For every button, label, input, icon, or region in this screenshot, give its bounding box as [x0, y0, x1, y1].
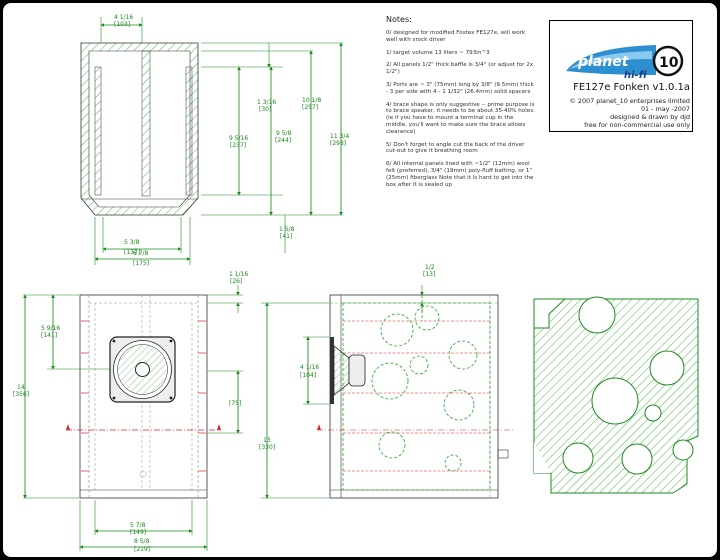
dim-w2: 6 7/8 [133, 250, 149, 257]
dim-f5-mm: [149] [130, 529, 146, 536]
side-dims [261, 285, 424, 499]
brace-outline [342, 302, 491, 491]
drawing-title: FE127e Fonken v1.0.1a [573, 82, 690, 93]
dim-w1-mm: [137] [124, 249, 140, 256]
dim-f2-mm: [141] [41, 332, 57, 339]
front-dim-labels: 1 1/16 [26] 5 9/16 [141] 14 [356] [75] 5… [13, 271, 248, 553]
dim-d4: 10 1/8 [302, 97, 321, 104]
dim-f5: 5 7/8 [130, 522, 146, 529]
dim-d5-mm: [298] [330, 140, 346, 147]
dim-f1-mm: [26] [230, 278, 242, 285]
dim-f4: [75] [229, 400, 241, 407]
note-item: 1/ target volume 13 liters ~ 793in^3 [386, 49, 490, 56]
dim-d2-mm: [237] [230, 142, 246, 149]
dim-d6-mm: [41] [280, 233, 292, 240]
note-item: 0/ designed for modified Fostex FE127e, … [386, 30, 526, 43]
svg-text:planet: planet [577, 54, 630, 70]
notes-title: Notes: [386, 15, 412, 24]
dim-w2-mm: [175] [133, 260, 149, 267]
dim-w1: 5 3/8 [124, 239, 140, 246]
dim-top-width: 4 1/16 [114, 14, 133, 21]
dim-d5: 11 3/4 [330, 133, 349, 140]
note-item: 4/ brace shape is only suggestive -- pri… [386, 101, 535, 135]
dim-f6: 8 5/8 [134, 538, 150, 545]
title-block: planet hi-fi 10 FE127e Fonken v1.0.1a © … [549, 20, 693, 132]
drawing-sheet: 4 1/16 [103] 1 3/16 [30] 9 5/16 [237] 9 … [3, 3, 717, 557]
driver-icon [109, 336, 176, 403]
dim-d1: 1 3/16 [257, 99, 276, 106]
note-item: 3/ Ports are ~ 3" (75mm) long by 3/8" (9… [386, 81, 534, 95]
section-view [80, 42, 199, 216]
dim-d3: 9 5/8 [276, 130, 292, 137]
dim-s2-mm: [104] [300, 372, 316, 379]
license-line: free for non-commercial use only [584, 121, 690, 129]
dim-f2: 5 9/16 [41, 325, 60, 332]
dim-d3-mm: [244] [275, 137, 291, 144]
dim-s1: 1/2 [425, 264, 435, 271]
note-item: 5/ Don't forget to angle cut the back of… [386, 141, 525, 155]
dim-s3-mm: [330] [259, 444, 275, 451]
dim-s3: 13 [263, 437, 271, 444]
notes-list: 0/ designed for modified Fostex FE127e, … [386, 30, 536, 194]
dim-s2: 4 1/16 [300, 364, 319, 371]
dim-d6: 1 5/8 [279, 226, 295, 233]
front-view [66, 294, 221, 499]
copyright-line: © 2007 planet_10 enterprises limited [569, 97, 691, 105]
brace-panel [533, 296, 699, 494]
note-item: 6/ All internal panels lined with ~1/2" … [386, 161, 534, 188]
drawing-canvas: 4 1/16 [103] 1 3/16 [30] 9 5/16 [237] 9 … [13, 14, 699, 553]
dim-top-width-mm: [103] [114, 21, 130, 28]
terminal-cup-icon [497, 449, 509, 459]
dim-f3-mm: [356] [13, 391, 29, 398]
side-view [317, 294, 513, 499]
side-dim-labels: 1/2 [13] 4 1/16 [104] 13 [330] [259, 264, 435, 451]
svg-text:10: 10 [659, 55, 679, 71]
dim-f6-mm: [219] [134, 546, 150, 553]
dim-f1: 1 1/16 [229, 271, 248, 278]
svg-text:hi-fi: hi-fi [624, 70, 647, 81]
note-item: 2/ All panels 1/2" thick baffle is 3/4" … [386, 62, 534, 76]
driver-side-icon [330, 337, 366, 404]
dim-s1-mm: [13] [423, 271, 435, 278]
section-dim-labels: 4 1/16 [103] 1 3/16 [30] 9 5/16 [237] 9 … [114, 14, 349, 267]
planet10-logo: planet hi-fi 10 [566, 45, 684, 81]
dim-d1-mm: [30] [259, 106, 271, 113]
terminal-icon [139, 470, 147, 478]
front-dims [23, 285, 243, 551]
dim-d4-mm: [257] [302, 104, 318, 111]
dim-d2: 9 5/16 [229, 135, 248, 142]
section-dims [94, 17, 343, 265]
dim-f3: 14 [17, 384, 25, 391]
date-line: 01 - may -2007 [640, 105, 690, 113]
author-line: designed & drawn by djd [610, 113, 690, 121]
